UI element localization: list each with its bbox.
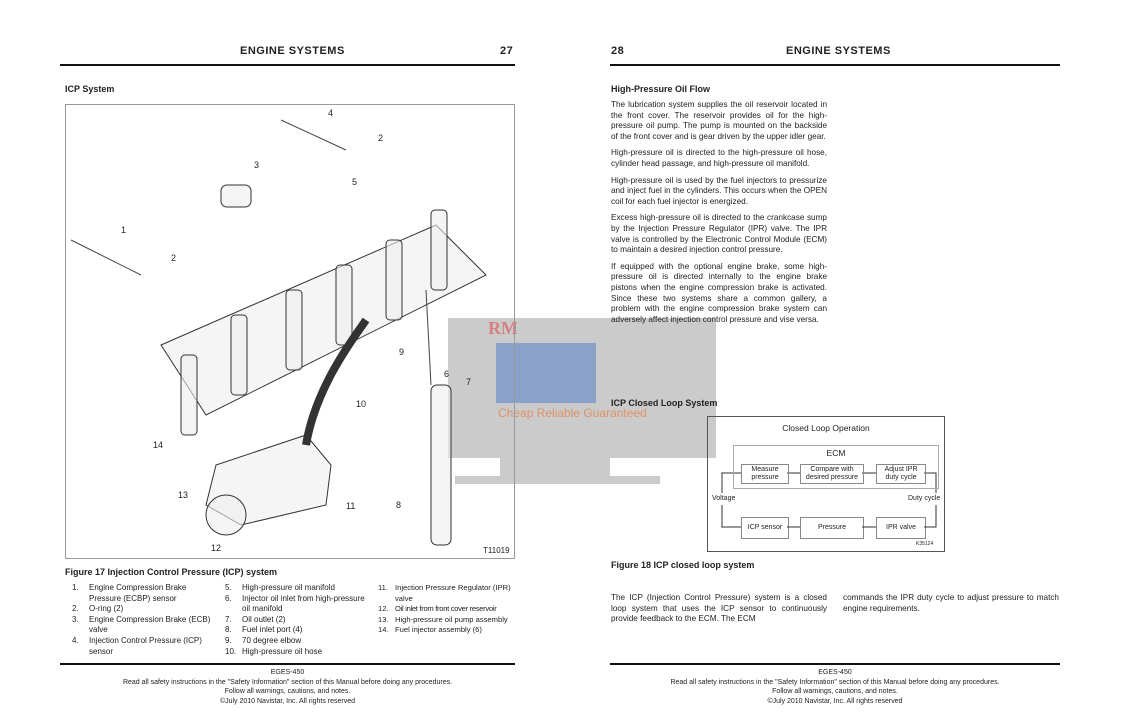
- svg-text:14: 14: [153, 440, 163, 450]
- watermark-tagline: Cheap Reliable Guaranteed: [498, 406, 647, 420]
- ecm-label: ECM: [826, 448, 846, 458]
- legend-col-1: 1.Engine Compression Brake Pressure (ECB…: [72, 583, 220, 657]
- figure-17-caption: Figure 17 Injection Control Pressure (IC…: [65, 567, 278, 577]
- svg-text:8: 8: [396, 500, 401, 510]
- body-col-2: commands the IPR duty cycle to adjust pr…: [843, 593, 1059, 613]
- voltage-label: Voltage: [712, 495, 736, 502]
- measure-pressure-box: Measure pressure: [741, 464, 789, 484]
- ipr-valve-box: IPR valve: [876, 517, 926, 539]
- legend-item: 14.Fuel injector assembly (6): [378, 625, 482, 635]
- svg-text:5: 5: [352, 177, 357, 187]
- figure-18-caption: Figure 18 ICP closed loop system: [611, 560, 755, 570]
- svg-text:3: 3: [254, 160, 259, 170]
- svg-text:12: 12: [211, 543, 221, 553]
- page-number: 28: [611, 45, 625, 57]
- footer-rule: [610, 663, 1060, 665]
- legend-item: 4.Injection Control Pressure (ICP) senso…: [72, 635, 202, 656]
- diagram-title: Closed Loop Operation: [782, 423, 870, 433]
- footer-rule: [60, 663, 515, 665]
- legend-item: 1.Engine Compression Brake Pressure (ECB…: [72, 583, 187, 603]
- svg-text:2: 2: [378, 133, 383, 143]
- injectors: [180, 209, 452, 546]
- ecb-valve-shape: [220, 184, 252, 208]
- adjust-ipr-box: Adjust IPR duty cycle: [876, 464, 926, 484]
- legend-item: 12.Oil inlet from front cover reservoir: [378, 604, 497, 614]
- header-rule: [60, 64, 515, 66]
- watermark-brand: RM: [488, 318, 518, 338]
- oil-hose: [302, 317, 370, 446]
- watermark-monitor: RM Cheap Reliable Guaranteed: [448, 318, 716, 458]
- ecm-box: ECM: [733, 445, 939, 489]
- svg-text:11: 11: [346, 501, 355, 511]
- legend-item: 3.Engine Compression Brake (ECB) valve: [72, 614, 211, 635]
- svg-text:7: 7: [466, 377, 471, 387]
- section-title-2: ICP Closed Loop System: [611, 398, 718, 408]
- icp-sensor-box: ICP sensor: [741, 517, 789, 539]
- duty-cycle-label: Duty cycle: [908, 495, 941, 502]
- section-title: ICP System: [65, 84, 115, 94]
- legend-item: 10.High-pressure oil hose: [225, 646, 323, 656]
- legend-item: 13.High-pressure oil pump assembly: [378, 614, 508, 624]
- watermark-logo-icon: [496, 343, 596, 403]
- pump-gear: [205, 494, 247, 536]
- svg-text:1: 1: [121, 225, 126, 235]
- compare-box: Compare with desired pressure: [800, 464, 864, 484]
- svg-text:13: 13: [178, 490, 188, 500]
- page-header-title: ENGINE SYSTEMS: [786, 45, 891, 57]
- legend-item: 5.High-pressure oil manifold: [225, 583, 335, 592]
- legend-item: 9.70 degree elbow: [225, 635, 302, 645]
- svg-text:T11019: T11019: [483, 546, 510, 555]
- pressure-box: Pressure: [800, 517, 864, 539]
- svg-text:9: 9: [399, 347, 404, 357]
- watermark-stand: [500, 458, 610, 476]
- svg-text:2: 2: [171, 253, 176, 263]
- watermark-base: [455, 476, 660, 484]
- legend-item: 8.Fuel inlet port (4): [225, 625, 303, 635]
- page-header-title: ENGINE SYSTEMS: [240, 45, 345, 57]
- flow-arrows: [721, 472, 937, 528]
- legend-item: 7.Oil outlet (2): [225, 614, 286, 624]
- body-col-1: The ICP (Injection Control Pressure) sys…: [611, 593, 827, 624]
- section-title: High-Pressure Oil Flow: [611, 84, 711, 94]
- legend-item: 6.Injector oil inlet from high-pressure …: [225, 593, 365, 614]
- body-text: The lubrication system supplies the oil …: [611, 100, 827, 324]
- diagram-id: K35124: [916, 541, 934, 547]
- header-rule: [610, 64, 1060, 66]
- legend-col-2: 5.High-pressure oil manifold 6.Injector …: [225, 583, 373, 657]
- svg-text:4: 4: [328, 108, 333, 118]
- closed-loop-diagram: Closed Loop Operation ECM Measure pressu…: [707, 416, 945, 552]
- legend-col-3: 11.Injection Pressure Regulator (IPR) va…: [378, 583, 518, 636]
- svg-text:10: 10: [356, 399, 366, 409]
- legend-item: 2.O-ring (2): [72, 604, 124, 614]
- page-number: 27: [500, 45, 514, 57]
- svg-text:6: 6: [444, 369, 449, 379]
- legend-item: 11.Injection Pressure Regulator (IPR) va…: [378, 583, 511, 603]
